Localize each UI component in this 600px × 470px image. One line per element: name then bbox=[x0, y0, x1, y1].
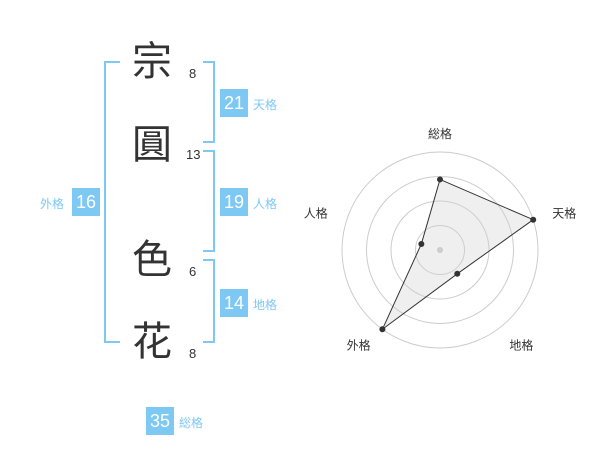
radar-point-5 bbox=[418, 240, 425, 247]
stroke-count-1: 8 bbox=[189, 66, 197, 81]
soukaku-label: 総格 bbox=[179, 416, 204, 430]
stroke-count-2: 13 bbox=[186, 147, 201, 162]
radar-area bbox=[381, 178, 535, 330]
radar-point-4 bbox=[379, 326, 386, 333]
radar-ring bbox=[390, 200, 490, 300]
radar-point-2 bbox=[530, 216, 537, 223]
soukaku-value: 35 bbox=[146, 407, 174, 435]
tenkaku-bracket bbox=[203, 61, 215, 143]
radar-ring bbox=[415, 225, 465, 275]
name-char-3: 色 bbox=[132, 237, 172, 283]
radar-axis-label: 天格 bbox=[552, 206, 576, 221]
radar-point-3 bbox=[454, 270, 461, 277]
name-char-1: 宗 bbox=[132, 39, 172, 85]
radar-point-1 bbox=[437, 176, 443, 183]
tenkaku-value: 21 bbox=[220, 89, 248, 117]
jinkaku-value: 19 bbox=[220, 188, 248, 216]
chikaku-value: 14 bbox=[220, 289, 248, 317]
chikaku-bracket bbox=[203, 259, 215, 343]
tenkaku-label: 天格 bbox=[253, 98, 278, 112]
radar-axis-label: 人格 bbox=[304, 206, 328, 221]
radar-axis-label: 地格 bbox=[509, 337, 533, 352]
radar-ring bbox=[341, 151, 539, 349]
chikaku-label: 地格 bbox=[253, 298, 278, 312]
radar-ring bbox=[366, 176, 514, 324]
name-char-4: 花 bbox=[132, 319, 172, 365]
gaikaku-label: 外格 bbox=[40, 197, 65, 211]
jinkaku-bracket bbox=[203, 150, 215, 252]
stroke-count-4: 8 bbox=[189, 346, 197, 361]
gaikaku-value: 16 bbox=[72, 188, 100, 216]
radar-axis-label: 外格 bbox=[347, 337, 371, 352]
radar-center bbox=[437, 247, 443, 253]
radar-axis-label: 総格 bbox=[428, 126, 452, 141]
jinkaku-label: 人格 bbox=[253, 197, 278, 211]
name-char-2: 圓 bbox=[132, 122, 172, 168]
stroke-count-3: 6 bbox=[189, 264, 197, 279]
gaikaku-bracket bbox=[104, 61, 120, 343]
